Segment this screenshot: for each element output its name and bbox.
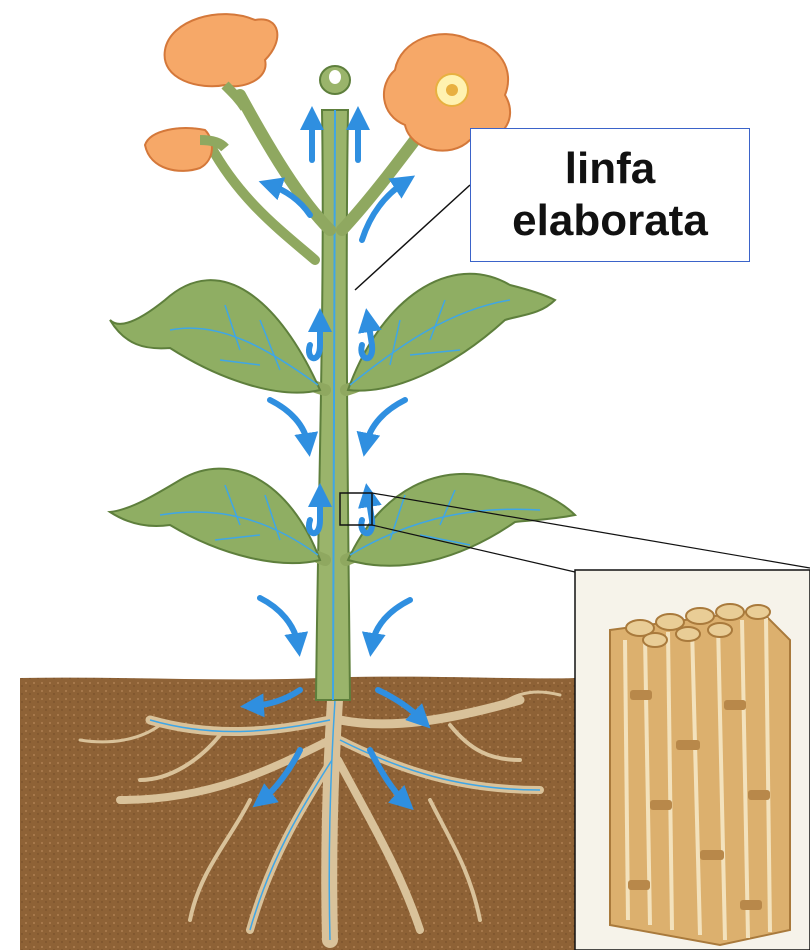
leaf-lower-right xyxy=(348,474,575,566)
tissue-inset xyxy=(575,570,810,950)
label-box: linfa elaborata xyxy=(470,128,750,262)
label-linfa-elaborata: linfa elaborata xyxy=(512,143,708,247)
arrow-u-turn-icon xyxy=(309,320,320,358)
leaf-upper-right xyxy=(348,274,555,391)
bud-tip xyxy=(320,66,350,94)
label-line-2: elaborata xyxy=(512,196,708,245)
arrow-curved-icon xyxy=(372,600,410,645)
leaf-lower-left xyxy=(110,469,320,563)
label-line-1: linfa xyxy=(565,144,655,193)
arrow-curved-icon xyxy=(366,400,405,445)
leaf-upper-left xyxy=(110,280,320,392)
arrow-curved-icon xyxy=(260,598,298,645)
flower-top-left xyxy=(165,14,278,108)
arrow-curved-icon xyxy=(270,400,308,445)
arrow-u-turn-icon xyxy=(309,495,320,533)
